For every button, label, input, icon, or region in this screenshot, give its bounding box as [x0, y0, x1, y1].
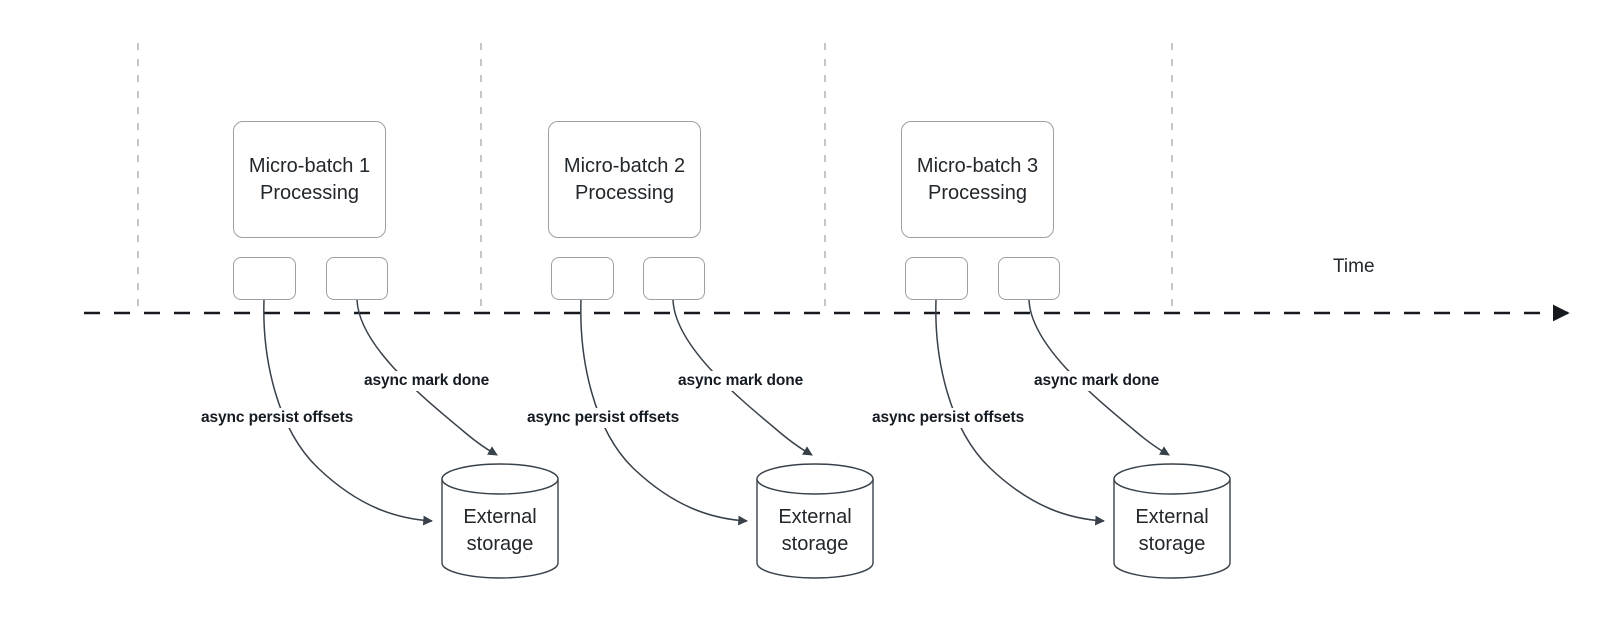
- micro-batch-processing-box[interactable]: Micro-batch 2 Processing: [548, 121, 701, 238]
- external-storage-cylinder: [441, 463, 559, 579]
- cylinder-body: [1113, 478, 1231, 579]
- timeline-separators: [137, 43, 1173, 313]
- mini-box-markdone-2[interactable]: [643, 257, 705, 300]
- edge-async-persist-offsets: [580, 299, 748, 526]
- label-async-mark-done-2: async mark done: [675, 371, 807, 391]
- label-async-mark-done-1: async mark done: [361, 371, 493, 391]
- cylinder-top-ellipse: [1113, 463, 1231, 495]
- cylinder-body: [441, 478, 559, 579]
- edge-async-mark-done: [672, 299, 813, 456]
- edge-async-mark-done: [356, 299, 498, 456]
- label-async-mark-done-3: async mark done: [1031, 371, 1163, 391]
- mini-box-markdone-1[interactable]: [326, 257, 388, 300]
- edge-async-mark-done: [1028, 299, 1170, 456]
- label-async-persist-offsets-3: async persist offsets: [869, 408, 1028, 428]
- mini-box-offsets-3[interactable]: [905, 257, 968, 300]
- label-async-persist-offsets-2: async persist offsets: [524, 408, 683, 428]
- external-storage-cylinder: [756, 463, 874, 579]
- micro-batch-processing-box[interactable]: Micro-batch 3 Processing: [901, 121, 1054, 238]
- time-axis-label: Time: [1333, 256, 1375, 277]
- mini-box-offsets-2[interactable]: [551, 257, 614, 300]
- edge-arrows: [263, 299, 1170, 526]
- external-storage-cylinder: [1113, 463, 1231, 579]
- label-async-persist-offsets-1: async persist offsets: [198, 408, 357, 428]
- mini-box-markdone-3[interactable]: [998, 257, 1060, 300]
- cylinder-top-ellipse: [441, 463, 559, 495]
- cylinder-top-ellipse: [756, 463, 874, 495]
- storage-cylinders: [441, 463, 1231, 579]
- edge-async-persist-offsets: [935, 299, 1105, 526]
- mini-box-offsets-1[interactable]: [233, 257, 296, 300]
- cylinder-body: [756, 478, 874, 579]
- edge-async-persist-offsets: [263, 299, 433, 526]
- micro-batch-processing-box[interactable]: Micro-batch 1 Processing: [233, 121, 386, 238]
